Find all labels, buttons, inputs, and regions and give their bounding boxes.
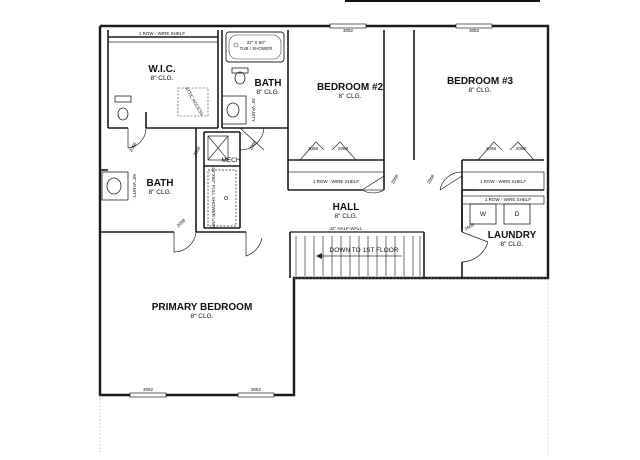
bed2-shelf-note: 1 ROW - WIRE SHELF <box>313 179 360 184</box>
dryer <box>503 203 531 225</box>
primary-name: PRIMARY BEDROOM <box>152 302 253 313</box>
window-bed3-tag: 3052 <box>469 28 480 33</box>
top-edge-bar <box>345 0 540 2</box>
dryer-label: D <box>515 211 520 218</box>
hall-clg: 8" CLG. <box>335 213 358 220</box>
window-primary-left-tag: 3052 <box>143 387 154 392</box>
door-bath-mech-tag: 2068 <box>192 145 202 157</box>
vanity <box>221 95 247 125</box>
door-tags: 2068 2068 2068 2068 2068 2068 2068 2868 … <box>128 139 526 231</box>
room-labels: W.I.C. 8" CLG. BATH 8" CLG. BEDROOM #2 8… <box>146 64 536 320</box>
bed3-name: BEDROOM #3 <box>447 76 514 87</box>
hall-name: HALL <box>333 202 360 213</box>
door-closet3-tag: 2068 <box>486 146 497 151</box>
shower-note: 34"X60" FULL SHOWER UNIT <box>211 167 216 229</box>
washer-label: W <box>480 211 487 218</box>
attic-access <box>177 87 209 117</box>
door-closet2-tag: 2068 <box>338 146 349 151</box>
bath2-name: BATH <box>146 178 173 189</box>
washer <box>469 203 497 225</box>
window-bed2-tag: 3052 <box>343 28 354 33</box>
door-bed3-tag: 2868 <box>426 173 436 185</box>
staircase <box>295 236 421 276</box>
toilet-2 <box>117 107 129 121</box>
bed3-clg: 8" CLG. <box>469 87 492 94</box>
shower <box>207 135 229 161</box>
bath1-clg: 8" CLG. <box>257 89 280 96</box>
laundry-clg: 8" CLG. <box>501 241 524 248</box>
door-wic-tag: 2068 <box>128 141 138 153</box>
door-closet4-tag: 2068 <box>516 146 527 151</box>
wic-shelf-note: 1 ROW - WIRE SHELF <box>139 31 186 36</box>
fixtures <box>101 31 531 227</box>
vanity2-note: 60" VANITY <box>132 174 137 198</box>
laundry-shelf-note: 1 ROW - WIRE SHELF <box>485 197 532 202</box>
window-primary-right-tag: 3052 <box>251 387 262 392</box>
door-bed2-tag: 2868 <box>390 173 400 185</box>
bath2-clg: 8" CLG. <box>149 189 172 196</box>
toilet <box>234 71 246 85</box>
attic-note: ATTIC ACCESS <box>184 86 204 116</box>
laundry-name: LAUNDRY <box>488 230 537 241</box>
wic-clg: 8" CLG. <box>151 75 174 82</box>
bed2-clg: 8" CLG. <box>339 93 362 100</box>
vanity-2 <box>101 171 129 201</box>
tub-note: 32" X 60" <box>247 40 266 45</box>
plan-notes: 1 ROW - WIRE SHELF 32" X 60" TUB / SHOWE… <box>132 31 531 254</box>
mech-note: MECH <box>221 157 240 164</box>
half-wall-note: 42" HALF-WALL <box>330 226 363 231</box>
door-closet1-tag: 2068 <box>308 146 319 151</box>
tub <box>225 31 285 63</box>
closet-shelves <box>108 41 545 205</box>
door-swings <box>127 127 535 263</box>
tub-note-2: TUB / SHOWER <box>239 46 273 51</box>
wic-name: W.I.C. <box>148 64 175 75</box>
stairs-note: DOWN TO 1ST FLOOR <box>330 247 399 254</box>
window-tags: 3052 3052 3052 3052 <box>143 28 480 392</box>
bed3-shelf-note: 1 ROW - WIRE SHELF <box>480 179 527 184</box>
door-laundry-tag: 2668 <box>464 222 476 232</box>
exterior-walls <box>98 24 550 455</box>
primary-clg: 8" CLG. <box>191 313 214 320</box>
bath1-name: BATH <box>254 78 281 89</box>
bed2-name: BEDROOM #2 <box>317 82 384 93</box>
vanity1-note: 36" VANITY <box>251 98 256 122</box>
door-bath-hall-tag: 2068 <box>176 217 187 228</box>
door-primary-tag: 2868 <box>248 139 258 151</box>
windows <box>129 23 493 398</box>
